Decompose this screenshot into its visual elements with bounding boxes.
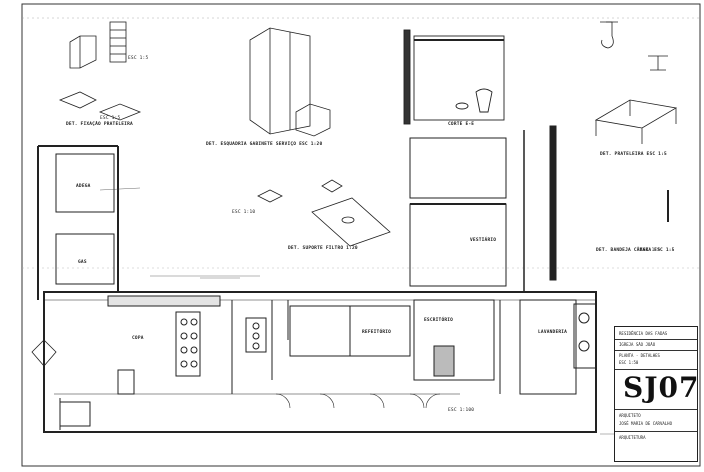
title-row-1: RESIDÊNCIA DAS FADAS	[619, 331, 668, 336]
title-row-2: IGREJA SÃO JOÃO	[619, 342, 656, 347]
label-scale-2: ESC 1:5	[100, 116, 121, 121]
ladder-detail	[58, 21, 142, 121]
label-det-fixacao: DET. FIXAÇÃO PRATELEIRA	[66, 122, 133, 127]
title-row-7: ARQUITETURA	[619, 435, 646, 440]
room-vestiario	[409, 203, 507, 287]
leader-lines	[99, 187, 690, 435]
label-escritorio: ESCRITÓRIO	[424, 318, 454, 323]
sheet-code: SJ07	[623, 371, 700, 404]
label-det-armario: DET. ESQUADRIA GABINETE SERVIÇO ESC 1:20	[206, 142, 323, 147]
room-gas	[55, 233, 115, 285]
label-scale-5: ESC 1:100	[448, 408, 475, 413]
title-block: RESIDÊNCIA DAS FADAS IGREJA SÃO JOÃO PLA…	[614, 326, 698, 462]
label-scale-1: ESC 1:5	[128, 56, 149, 61]
sheet-border	[21, 3, 701, 467]
label-adega: ADEGA	[76, 184, 91, 189]
title-row-5: ARQUITETO	[619, 413, 641, 418]
cabinet-detail	[249, 27, 331, 137]
floor-plan	[31, 125, 597, 433]
label-vestiario: VESTIÁRIO	[470, 238, 497, 243]
title-row-4: ESC 1:50	[619, 360, 639, 365]
label-gas: GAS	[78, 260, 87, 265]
label-scale-3: ESC 1:10	[232, 210, 256, 215]
title-row-3: PLANTA · DETALHES	[619, 353, 660, 358]
room-adega	[55, 153, 115, 213]
label-corte-e-e: CORTE E-E	[448, 122, 475, 127]
section-e-e	[403, 29, 505, 125]
shelf-hook-detail	[594, 21, 678, 222]
label-refeitorio: REFEITÓRIO	[362, 330, 392, 335]
stove-block	[175, 311, 201, 377]
label-det-suporte: DET. SUPORTE FILTRO 1:20	[288, 246, 358, 251]
room-lavanderia	[519, 299, 577, 395]
filter-support-detail	[257, 179, 391, 247]
building-outline	[43, 291, 597, 433]
label-scale-4: ESC 1:5	[640, 248, 661, 253]
label-copa: COPA	[132, 336, 144, 341]
label-det-prateleira: DET. PRATELEIRA ESC 1:5	[600, 152, 667, 157]
label-det-bandeja: DET. BANDEJA CÂMARA ESC 1:5	[596, 248, 675, 253]
title-row-6: JOSÉ MARIA DE CARVALHO	[619, 421, 672, 426]
label-lavanderia: LAVANDERIA	[538, 330, 568, 335]
